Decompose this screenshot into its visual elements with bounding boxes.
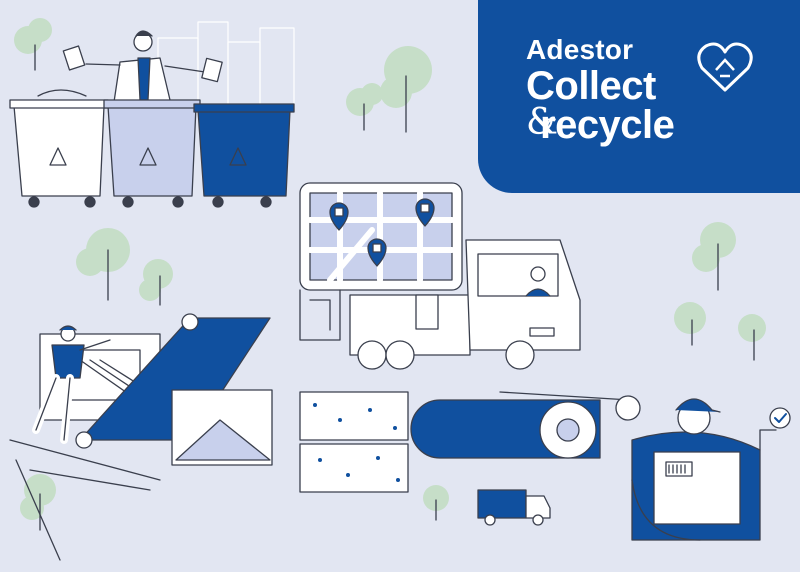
brand-panel: Adestor Collect & recycle — [478, 0, 800, 193]
bin-pin-icon — [367, 238, 387, 267]
map-screen — [299, 182, 463, 291]
check-icon — [769, 407, 791, 429]
recycle-icon — [229, 147, 247, 166]
tree-trunks — [34, 44, 755, 531]
bin-pin-icon — [415, 198, 435, 227]
bin-pin-icon — [329, 202, 349, 231]
truck-icon — [477, 489, 551, 526]
ground-lines — [9, 439, 161, 561]
headline-recycle: recycle — [540, 103, 675, 147]
recycle-icon — [139, 147, 157, 166]
headline-collect: Collect — [526, 64, 656, 108]
headline-ampersand: & — [526, 102, 559, 143]
waste-bin-white — [9, 89, 109, 208]
brand-name: Adestor — [526, 34, 634, 65]
recycled-bale — [299, 391, 409, 493]
buildings-left — [299, 289, 341, 341]
person-throwing — [62, 30, 223, 103]
delivery-worker — [631, 398, 777, 541]
waste-bin-blue — [193, 103, 295, 208]
tree-group — [14, 18, 766, 520]
garbage-truck — [349, 239, 581, 370]
worker-feeding — [32, 325, 111, 444]
recycle-icon — [49, 147, 67, 166]
city-skyline — [157, 21, 295, 109]
recycle-heart-icon — [697, 42, 753, 92]
recycled-material-roll — [410, 391, 641, 459]
waste-bin-light — [103, 99, 201, 208]
